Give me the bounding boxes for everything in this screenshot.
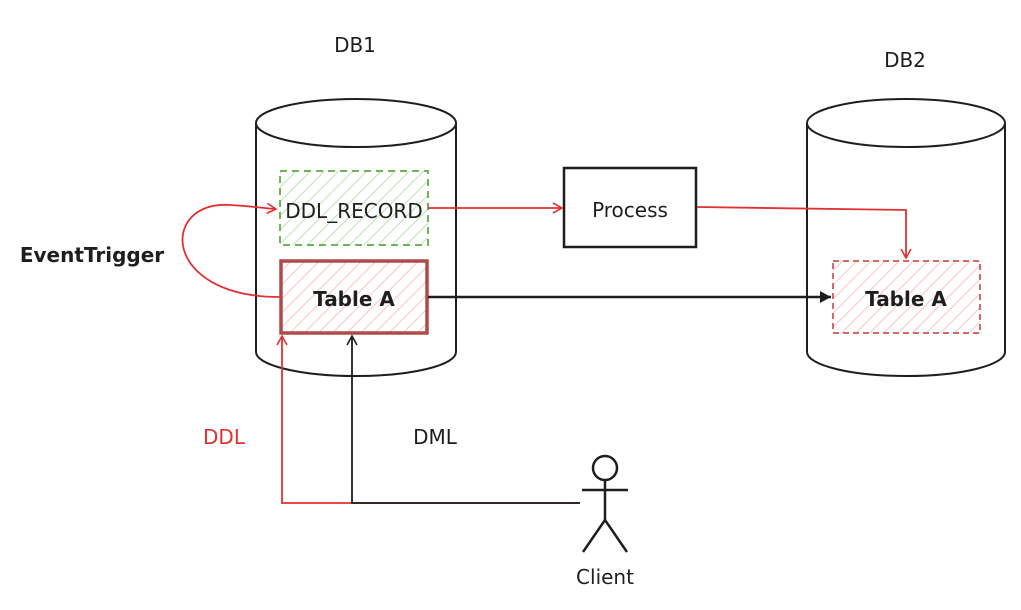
db2-table-a-label: Table A bbox=[865, 287, 947, 311]
dml-arrow bbox=[346, 334, 580, 504]
db1-table-a bbox=[279, 259, 429, 335]
ddl-record-table bbox=[279, 170, 429, 246]
event-trigger-label: EventTrigger bbox=[20, 243, 164, 267]
db2-label: DB2 bbox=[884, 48, 926, 72]
ddl-label: DDL bbox=[203, 425, 246, 449]
db1-table-a-label: Table A bbox=[313, 287, 395, 311]
process-to-db2-arrow bbox=[696, 206, 912, 260]
dml-label: DML bbox=[413, 425, 458, 449]
process-box bbox=[562, 166, 698, 249]
process-label: Process bbox=[592, 198, 668, 222]
client-actor-icon bbox=[581, 454, 629, 553]
db1-label: DB1 bbox=[334, 33, 376, 57]
ddl-record-label: DDL_RECORD bbox=[285, 199, 422, 223]
client-label: Client bbox=[576, 565, 634, 589]
db2-table-a bbox=[832, 260, 981, 334]
event-trigger-arrow bbox=[181, 202, 281, 298]
